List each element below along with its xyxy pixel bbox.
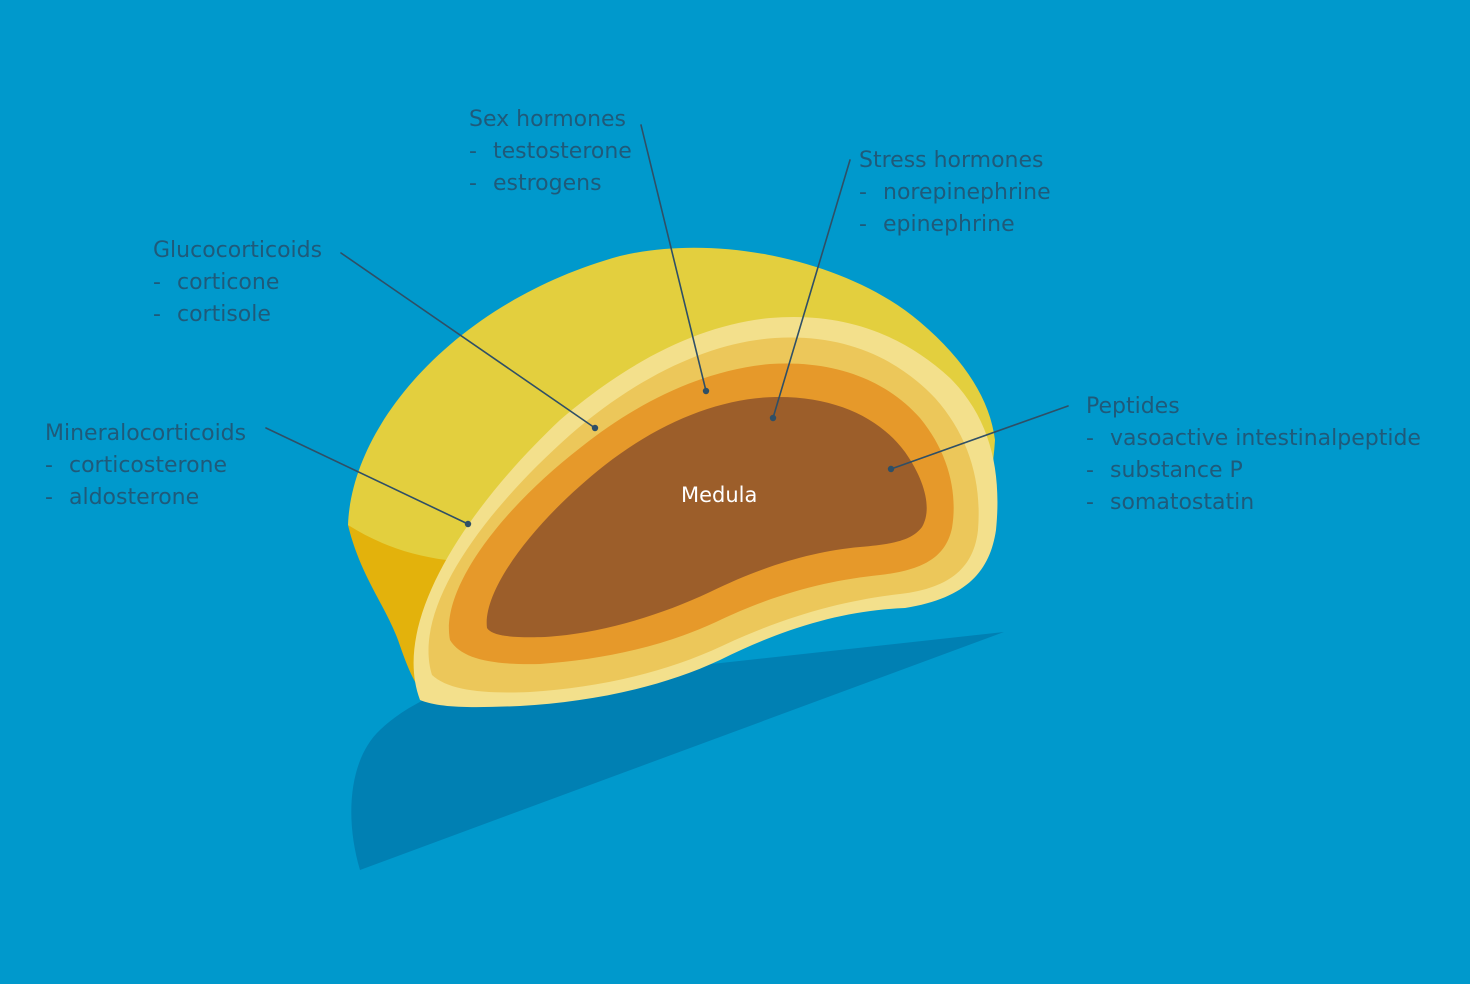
- list-marker: -: [469, 171, 477, 196]
- list-item: -corticone: [153, 267, 322, 299]
- list-item: -norepinephrine: [859, 177, 1051, 209]
- list-item-text: epinephrine: [883, 212, 1015, 237]
- list-item-text: vasoactive intestinalpeptide: [1110, 426, 1421, 451]
- list-item: -somatostatin: [1086, 487, 1421, 519]
- list-item-text: corticone: [177, 270, 280, 295]
- medula-label: Medula: [681, 483, 758, 507]
- label-title: Peptides: [1086, 394, 1180, 419]
- list-marker: -: [153, 270, 161, 295]
- list-item-text: corticosterone: [69, 453, 228, 478]
- list-marker: -: [45, 485, 53, 510]
- label-title: Mineralocorticoids: [45, 421, 247, 446]
- list-item-text: cortisole: [177, 302, 271, 327]
- list-marker: -: [153, 302, 161, 327]
- list-item: -estrogens: [469, 168, 632, 200]
- leader-line-sex-hormones: [640, 124, 707, 392]
- label-title: Glucocorticoids: [153, 238, 323, 263]
- label-title: Sex hormones: [469, 107, 627, 132]
- list-item: -vasoactive intestinalpeptide: [1086, 423, 1421, 455]
- leader-dot-mineralocorticoids: [464, 520, 472, 528]
- list-marker: -: [1086, 426, 1094, 451]
- label-peptides: Peptides -vasoactive intestinalpeptide -…: [1086, 391, 1421, 519]
- leader-line-mineralocorticoids: [265, 427, 469, 525]
- medulla: [486, 396, 927, 638]
- list-marker: -: [859, 180, 867, 205]
- list-item-text: substance P: [1110, 458, 1243, 483]
- list-item: -epinephrine: [859, 209, 1051, 241]
- list-item-text: norepinephrine: [883, 180, 1051, 205]
- list-item-text: testosterone: [493, 139, 632, 164]
- list-marker: -: [1086, 458, 1094, 483]
- list-marker: -: [1086, 490, 1094, 515]
- leader-line-peptides: [890, 405, 1069, 470]
- leader-dot-glucocorticoids: [591, 424, 599, 432]
- leader-lines: [265, 124, 1069, 525]
- list-item: -testosterone: [469, 136, 632, 168]
- leader-dot-peptides: [887, 465, 895, 473]
- list-marker: -: [859, 212, 867, 237]
- list-item: -aldosterone: [45, 482, 246, 514]
- list-item-text: somatostatin: [1110, 490, 1255, 515]
- leader-line-stress-hormones: [772, 159, 851, 419]
- leader-line-glucocorticoids: [340, 252, 596, 429]
- list-item-text: estrogens: [493, 171, 602, 196]
- list-item: -cortisole: [153, 299, 322, 331]
- leader-dot-sex-hormones: [702, 387, 710, 395]
- label-stress-hormones: Stress hormones -norepinephrine -epineph…: [859, 145, 1051, 241]
- list-item: -corticosterone: [45, 450, 246, 482]
- list-marker: -: [469, 139, 477, 164]
- leader-dot-stress-hormones: [769, 414, 777, 422]
- list-item: -substance P: [1086, 455, 1421, 487]
- leader-dots: [464, 387, 895, 528]
- label-glucocorticoids: Glucocorticoids -corticone -cortisole: [153, 235, 322, 331]
- list-marker: -: [45, 453, 53, 478]
- label-mineralocorticoids: Mineralocorticoids -corticosterone -aldo…: [45, 418, 246, 514]
- label-sex-hormones: Sex hormones -testosterone -estrogens: [469, 104, 632, 200]
- label-title: Stress hormones: [859, 148, 1044, 173]
- list-item-text: aldosterone: [69, 485, 200, 510]
